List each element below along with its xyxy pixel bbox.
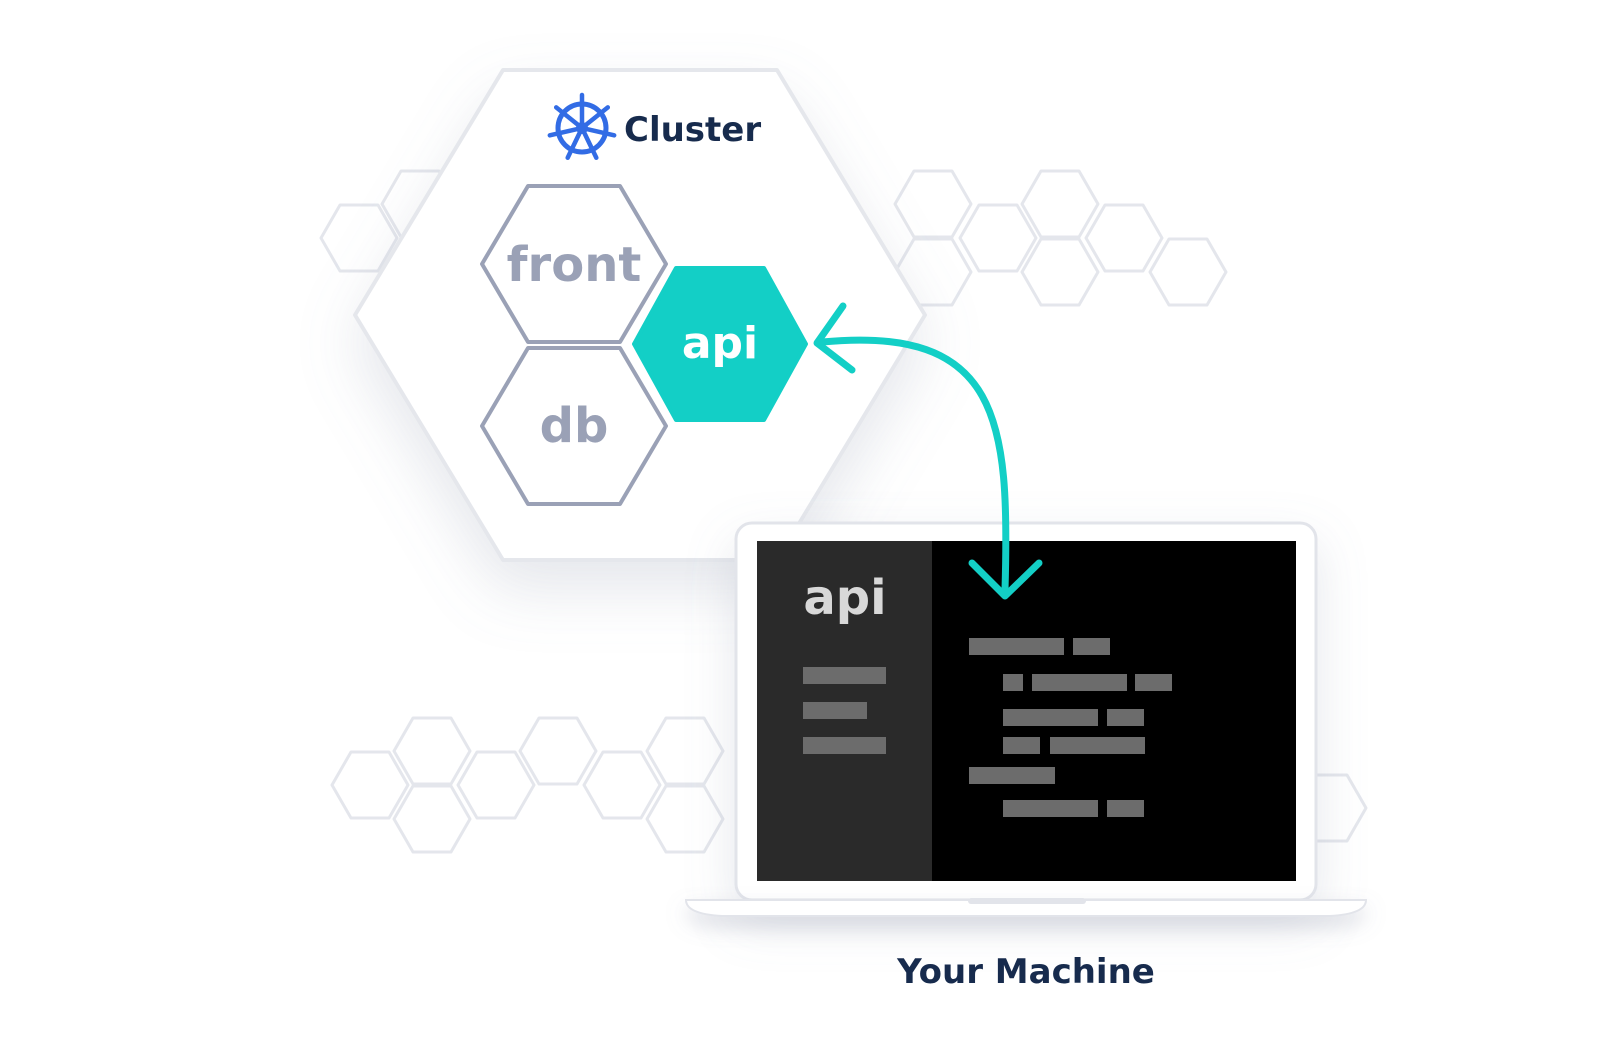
service-hex-db[interactable] <box>480 346 668 506</box>
background-hexagon <box>582 750 662 820</box>
background-hexagon <box>1020 237 1100 307</box>
background-hexagon <box>645 784 725 854</box>
service-hex-api[interactable] <box>632 266 808 422</box>
code-line <box>1003 800 1098 817</box>
code-line <box>1107 800 1144 817</box>
background-hexagon <box>645 716 725 786</box>
sidebar-title: api <box>803 570 886 626</box>
background-hexagon <box>1020 169 1100 239</box>
code-line <box>1003 674 1023 691</box>
service-label-api: api <box>682 318 758 369</box>
cluster-title: Cluster <box>624 110 761 150</box>
machine-caption: Your Machine <box>896 952 1155 992</box>
background-hexagon <box>319 203 399 273</box>
background-hexagon <box>958 203 1038 273</box>
code-line <box>1032 674 1127 691</box>
background-hexagon <box>1148 237 1228 307</box>
code-line <box>969 638 1064 655</box>
background-hexagon <box>330 750 410 820</box>
laptop: api <box>684 521 1368 917</box>
code-line <box>1003 709 1098 726</box>
background-hexagon <box>1084 203 1164 273</box>
code-line <box>1003 737 1040 754</box>
sidebar-line <box>803 667 886 684</box>
sync-arrow-head-down <box>968 559 1043 600</box>
code-line <box>969 767 1055 784</box>
service-hex-front[interactable] <box>480 184 668 344</box>
sync-arrow-head-up <box>813 302 856 374</box>
service-label-db: db <box>540 398 609 454</box>
background-hexagon <box>893 169 973 239</box>
code-line <box>1050 737 1145 754</box>
sync-arrow <box>813 302 1043 600</box>
background-hex-pattern <box>319 169 1368 854</box>
background-hexagon <box>518 716 598 786</box>
laptop-base <box>684 899 1368 917</box>
sync-arrow-curve <box>818 336 1010 594</box>
kubernetes-helm-icon <box>547 92 617 160</box>
code-line <box>1135 674 1172 691</box>
service-label-front: front <box>507 237 642 293</box>
code-line <box>1073 638 1110 655</box>
code-line <box>1107 709 1144 726</box>
background-hexagon <box>392 784 472 854</box>
sidebar-line <box>803 702 867 719</box>
background-hexagon <box>392 716 472 786</box>
code-lines <box>969 638 1172 817</box>
laptop-notch <box>968 898 1086 904</box>
background-hexagon <box>456 750 536 820</box>
sidebar-line <box>803 737 886 754</box>
